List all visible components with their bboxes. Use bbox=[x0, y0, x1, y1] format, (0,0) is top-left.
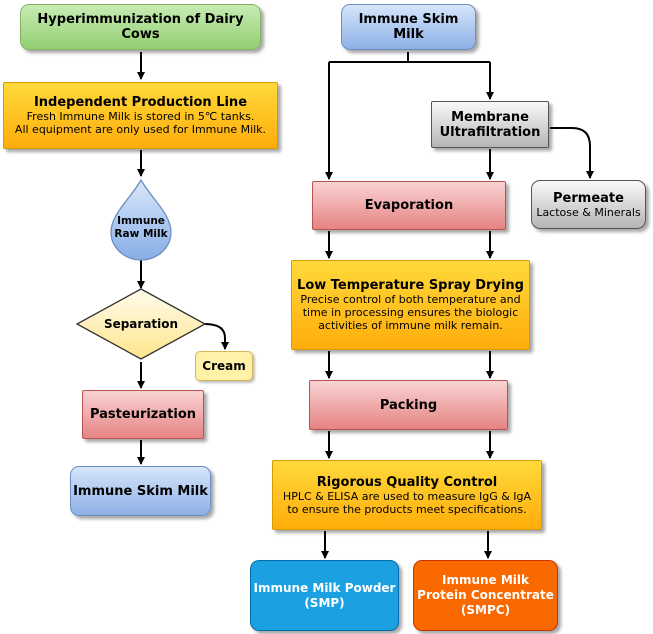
evaporation-box: Evaporation bbox=[312, 181, 506, 230]
arrow-membrane-to-permeate bbox=[550, 127, 594, 179]
membrane-label-2: Ultrafiltration bbox=[439, 124, 541, 140]
permeate-box: Permeate Lactose & Minerals bbox=[531, 180, 646, 229]
raw-milk-label-1: Immune bbox=[117, 215, 165, 227]
permeate-subtitle: Lactose & Minerals bbox=[536, 205, 641, 219]
quality-control-text-2: to ensure the products meet specificatio… bbox=[287, 502, 527, 516]
right-skim-milk-box: Immune Skim Milk bbox=[341, 4, 476, 50]
raw-milk-drop-shape bbox=[110, 178, 172, 261]
packing-label: Packing bbox=[379, 397, 438, 413]
right-skim-milk-label: Immune Skim Milk bbox=[358, 12, 459, 42]
pasteurization-label: Pasteurization bbox=[89, 407, 197, 422]
smpc-label-1: Immune Milk bbox=[441, 573, 530, 587]
production-line-box: Independent Production Line Fresh Immune… bbox=[3, 82, 278, 149]
spray-drying-text-2: time in processing ensures the biologic bbox=[302, 306, 519, 319]
spray-drying-text-3: activities of immune milk remain. bbox=[318, 319, 503, 332]
smpc-box: Immune Milk Protein Concentrate (SMPC) bbox=[413, 560, 558, 631]
left-skim-milk-label: Immune Skim Milk bbox=[73, 483, 208, 499]
hyperimmunization-label: Hyperimmunization of Dairy Cows bbox=[37, 12, 244, 42]
cream-label: Cream bbox=[202, 358, 246, 373]
smpc-label-2: Protein Concentrate bbox=[417, 588, 554, 602]
separation-diamond-shape bbox=[75, 288, 207, 360]
arrow-separation-to-cream bbox=[204, 323, 229, 350]
hyperimmunization-box: Hyperimmunization of Dairy Cows bbox=[20, 4, 261, 50]
packing-box: Packing bbox=[309, 380, 508, 430]
permeate-title: Permeate bbox=[553, 190, 624, 206]
smp-label-2: (SMP) bbox=[304, 595, 345, 610]
production-line-text-2: All equipment are only used for Immune M… bbox=[14, 123, 267, 136]
separation-label: Separation bbox=[103, 317, 179, 331]
production-line-text-1: Fresh Immune Milk is stored in 5℃ tanks. bbox=[26, 110, 255, 123]
quality-control-box: Rigorous Quality Control HPLC & ELISA ar… bbox=[272, 460, 542, 530]
spray-drying-box: Low Temperature Spray Drying Precise con… bbox=[291, 260, 530, 350]
pasteurization-box: Pasteurization bbox=[82, 390, 204, 439]
membrane-box: Membrane Ultrafiltration bbox=[431, 101, 549, 148]
raw-milk-label: Immune Raw Milk bbox=[111, 215, 171, 241]
production-line-title: Independent Production Line bbox=[33, 95, 248, 110]
spray-drying-title: Low Temperature Spray Drying bbox=[297, 278, 524, 293]
smpc-label-3: (SMPC) bbox=[460, 603, 511, 617]
spray-drying-text-1: Precise control of both temperature and bbox=[300, 293, 521, 306]
evaporation-label: Evaporation bbox=[364, 198, 454, 213]
cream-box: Cream bbox=[195, 351, 253, 381]
left-skim-milk-box: Immune Skim Milk bbox=[70, 466, 211, 516]
quality-control-title: Rigorous Quality Control bbox=[316, 474, 498, 490]
smp-box: Immune Milk Powder (SMP) bbox=[250, 560, 399, 631]
raw-milk-label-2: Raw Milk bbox=[114, 228, 168, 240]
membrane-label-1: Membrane bbox=[451, 109, 529, 125]
quality-control-text-1: HPLC & ELISA are used to measure IgG & I… bbox=[282, 489, 532, 503]
smp-label-1: Immune Milk Powder bbox=[253, 580, 396, 595]
